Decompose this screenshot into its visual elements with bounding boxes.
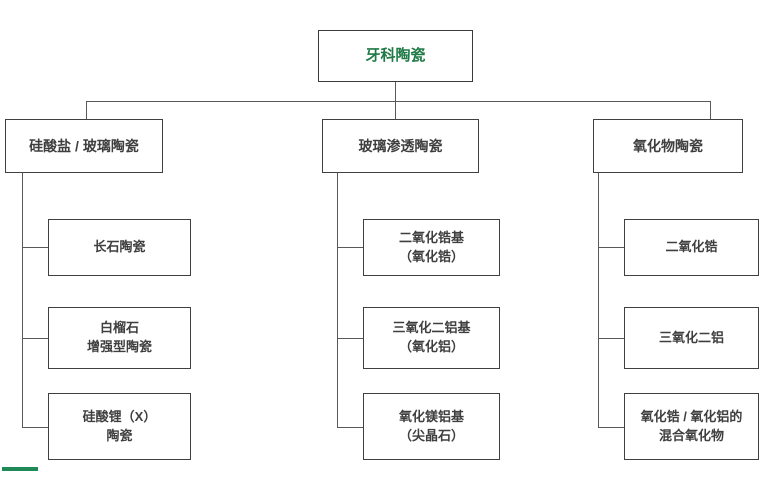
- leaf-node-label: 白榴石 增强型陶瓷: [86, 320, 152, 354]
- connector-bus-to-branch-0: [86, 101, 87, 120]
- branch-node-oxide-ceramics[interactable]: 氧化物陶瓷: [593, 119, 743, 173]
- leaf-node-label: 长石陶瓷: [93, 239, 146, 255]
- leaf-node-label: 二氧化锆基 （氧化锆）: [398, 229, 464, 264]
- branch-node-label: 硅酸盐 / 玻璃陶瓷: [29, 137, 139, 154]
- leaf-node-1-0[interactable]: 二氧化锆基 （氧化锆）: [363, 219, 500, 276]
- accent-marker-bar: [2, 467, 38, 471]
- connector-spine-branch-1: [337, 173, 338, 428]
- branch-node-glass-infiltrated-ceramics[interactable]: 玻璃渗透陶瓷: [322, 119, 479, 173]
- branch-node-silicate-glass-ceramics[interactable]: 硅酸盐 / 玻璃陶瓷: [5, 119, 163, 173]
- leaf-node-label: 氧化锆 / 氧化铝的 混合氧化物: [640, 408, 743, 443]
- connector-root-bus: [86, 101, 710, 102]
- connector-stub-0-1: [22, 338, 49, 339]
- branch-node-label: 玻璃渗透陶瓷: [358, 137, 443, 154]
- leaf-node-0-1[interactable]: 白榴石 增强型陶瓷: [48, 307, 191, 369]
- connector-bus-to-branch-2: [710, 101, 711, 120]
- connector-stub-1-0: [337, 247, 364, 248]
- leaf-node-1-2[interactable]: 氧化镁铝基 （尖晶石）: [363, 393, 500, 460]
- connector-stub-2-2: [598, 427, 625, 428]
- branch-node-label: 氧化物陶瓷: [633, 137, 703, 154]
- leaf-node-0-0[interactable]: 长石陶瓷: [48, 219, 191, 276]
- connector-stub-0-2: [22, 427, 49, 428]
- root-node-dental-ceramics[interactable]: 牙科陶瓷: [318, 30, 473, 82]
- connector-bus-to-branch-1: [395, 101, 396, 120]
- leaf-node-label: 硅酸锂（X） 陶瓷: [82, 408, 157, 443]
- connector-stub-2-1: [598, 338, 625, 339]
- connector-stub-0-0: [22, 247, 49, 248]
- leaf-node-2-1[interactable]: 三氧化二铝: [624, 307, 759, 369]
- leaf-node-label: 三氧化二铝: [658, 329, 724, 345]
- leaf-node-label: 三氧化二铝基 （氧化铝）: [392, 320, 471, 354]
- connector-spine-branch-0: [22, 173, 23, 428]
- connector-stub-1-1: [337, 338, 364, 339]
- leaf-node-2-2[interactable]: 氧化锆 / 氧化铝的 混合氧化物: [624, 393, 759, 460]
- leaf-node-1-1[interactable]: 三氧化二铝基 （氧化铝）: [363, 307, 500, 369]
- connector-stub-1-2: [337, 427, 364, 428]
- root-node-label: 牙科陶瓷: [365, 47, 426, 65]
- connector-stub-2-0: [598, 247, 625, 248]
- leaf-node-label: 二氧化锆: [665, 239, 718, 255]
- leaf-node-2-0[interactable]: 二氧化锆: [624, 219, 759, 276]
- connector-spine-branch-2: [598, 173, 599, 428]
- leaf-node-label: 氧化镁铝基 （尖晶石）: [398, 408, 464, 443]
- leaf-node-0-2[interactable]: 硅酸锂（X） 陶瓷: [48, 393, 191, 460]
